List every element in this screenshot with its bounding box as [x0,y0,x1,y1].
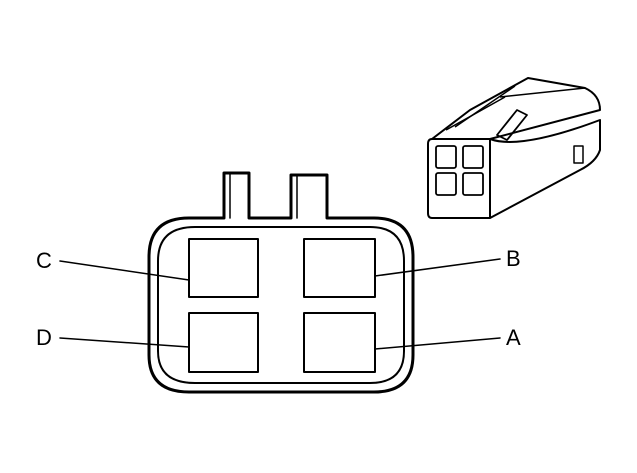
connector-3d-ridge-3 [499,87,586,98]
cavity-b [303,238,376,298]
cavity-c [188,238,259,298]
connector-3d-ridge-2 [454,85,516,128]
connector-3d-cavity-tr [462,145,484,169]
connector-3d-cavity-tl [435,145,457,169]
connector-3d-side [489,119,601,219]
connector-3d-cavity-bl [435,172,457,196]
connector-3d-side-notch [573,145,584,164]
pin-label-a: A [506,325,521,350]
pin-label-c: C [36,248,52,273]
pin-label-d: D [36,325,52,350]
leader-line-c [59,260,190,281]
connector-3d-latch [496,109,528,141]
connector-3d-front-face [427,138,491,219]
cavity-d [188,312,259,373]
leader-line-b [374,258,501,277]
cavity-a [303,312,376,373]
connector-3d-cavity-br [462,172,484,196]
connector-3d-view [427,77,601,219]
connector-3d-top [431,77,601,140]
pin-label-b: B [506,246,521,271]
leader-line-a [374,337,501,350]
leader-line-d [59,337,190,348]
connector-face-view [59,171,501,394]
connector-inner-housing [157,226,405,384]
connector-outer-housing [147,171,415,394]
